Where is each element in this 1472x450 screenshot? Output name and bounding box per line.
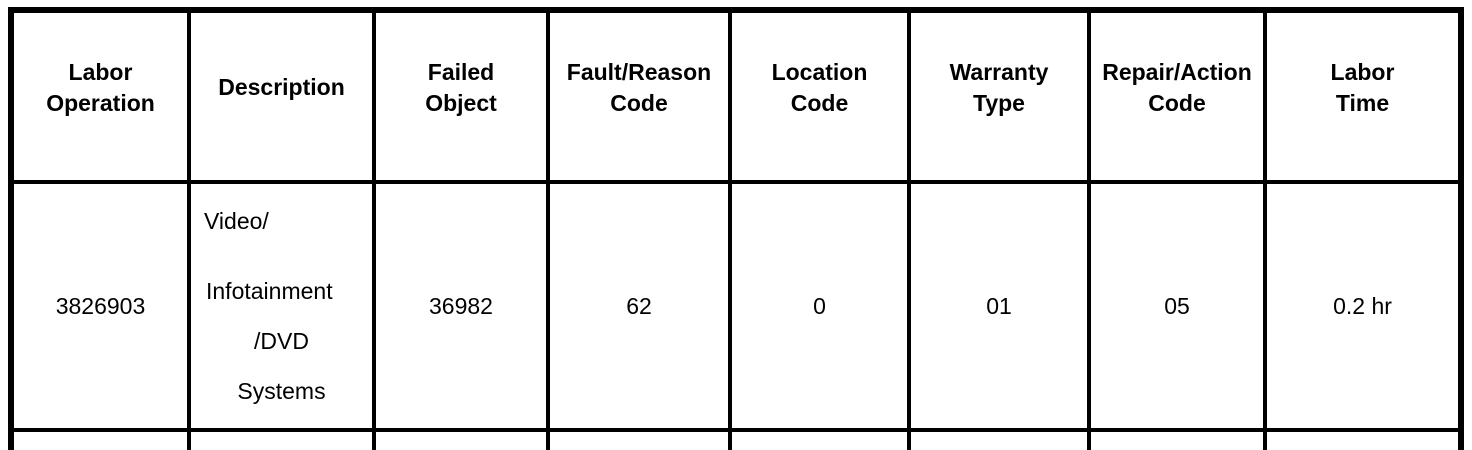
header-row: Labor Operation Description Failed Objec… <box>9 8 1463 184</box>
cell-labor-time: 0.2 hr <box>1263 180 1463 432</box>
description-line: Infotainment <box>206 278 333 304</box>
cutoff-cell <box>728 428 911 450</box>
header-label: Code <box>790 89 849 116</box>
cutoff-cell <box>187 428 376 450</box>
col-header-warranty-type: Warranty Type <box>907 8 1091 184</box>
description-line: Systems <box>237 378 326 404</box>
header-label: Operation <box>46 89 155 116</box>
next-row-cutoff <box>9 428 1463 450</box>
cutoff-cell <box>9 428 191 450</box>
header-label: Labor <box>68 58 133 85</box>
header-label: Object <box>425 89 497 116</box>
cutoff-cell <box>1263 428 1463 450</box>
header-label: Type <box>973 89 1025 116</box>
cutoff-cell <box>1087 428 1267 450</box>
header-label: Code <box>1148 89 1206 116</box>
cell-repair-action-code: 05 <box>1087 180 1267 432</box>
cutoff-cell <box>372 428 550 450</box>
col-header-failed-object: Failed Object <box>372 8 550 184</box>
cell-fault-reason-code: 62 <box>546 180 732 432</box>
cutoff-cell <box>907 428 1091 450</box>
cell-location-code: 0 <box>728 180 911 432</box>
cell-warranty-type: 01 <box>907 180 1091 432</box>
header-label: Failed <box>427 58 495 85</box>
header-label: Labor <box>1330 58 1395 85</box>
warranty-claim-table: Labor Operation Description Failed Objec… <box>8 7 1464 450</box>
header-label: Repair/Action <box>1102 58 1252 85</box>
data-row: 3826903 Video/ Infotainment /DVD Systems… <box>9 180 1463 432</box>
header-label: Time <box>1335 89 1390 116</box>
description-line: Video/ <box>204 208 269 234</box>
cell-description: Video/ Infotainment /DVD Systems <box>187 180 376 432</box>
header-label: Code <box>610 89 668 116</box>
col-header-labor-operation: Labor Operation <box>9 8 191 184</box>
header-label: Description <box>218 74 345 100</box>
header-label: Location <box>771 58 868 85</box>
col-header-repair-action-code: Repair/Action Code <box>1087 8 1267 184</box>
header-label: Fault/Reason <box>566 58 712 85</box>
col-header-fault-reason-code: Fault/Reason Code <box>546 8 732 184</box>
col-header-description: Description <box>187 8 376 184</box>
col-header-location-code: Location Code <box>728 8 911 184</box>
col-header-labor-time: Labor Time <box>1263 8 1463 184</box>
header-label: Warranty <box>949 58 1049 85</box>
cutoff-cell <box>546 428 732 450</box>
description-line: /DVD <box>254 328 309 354</box>
cell-failed-object: 36982 <box>372 180 550 432</box>
cell-labor-operation: 3826903 <box>9 180 191 432</box>
